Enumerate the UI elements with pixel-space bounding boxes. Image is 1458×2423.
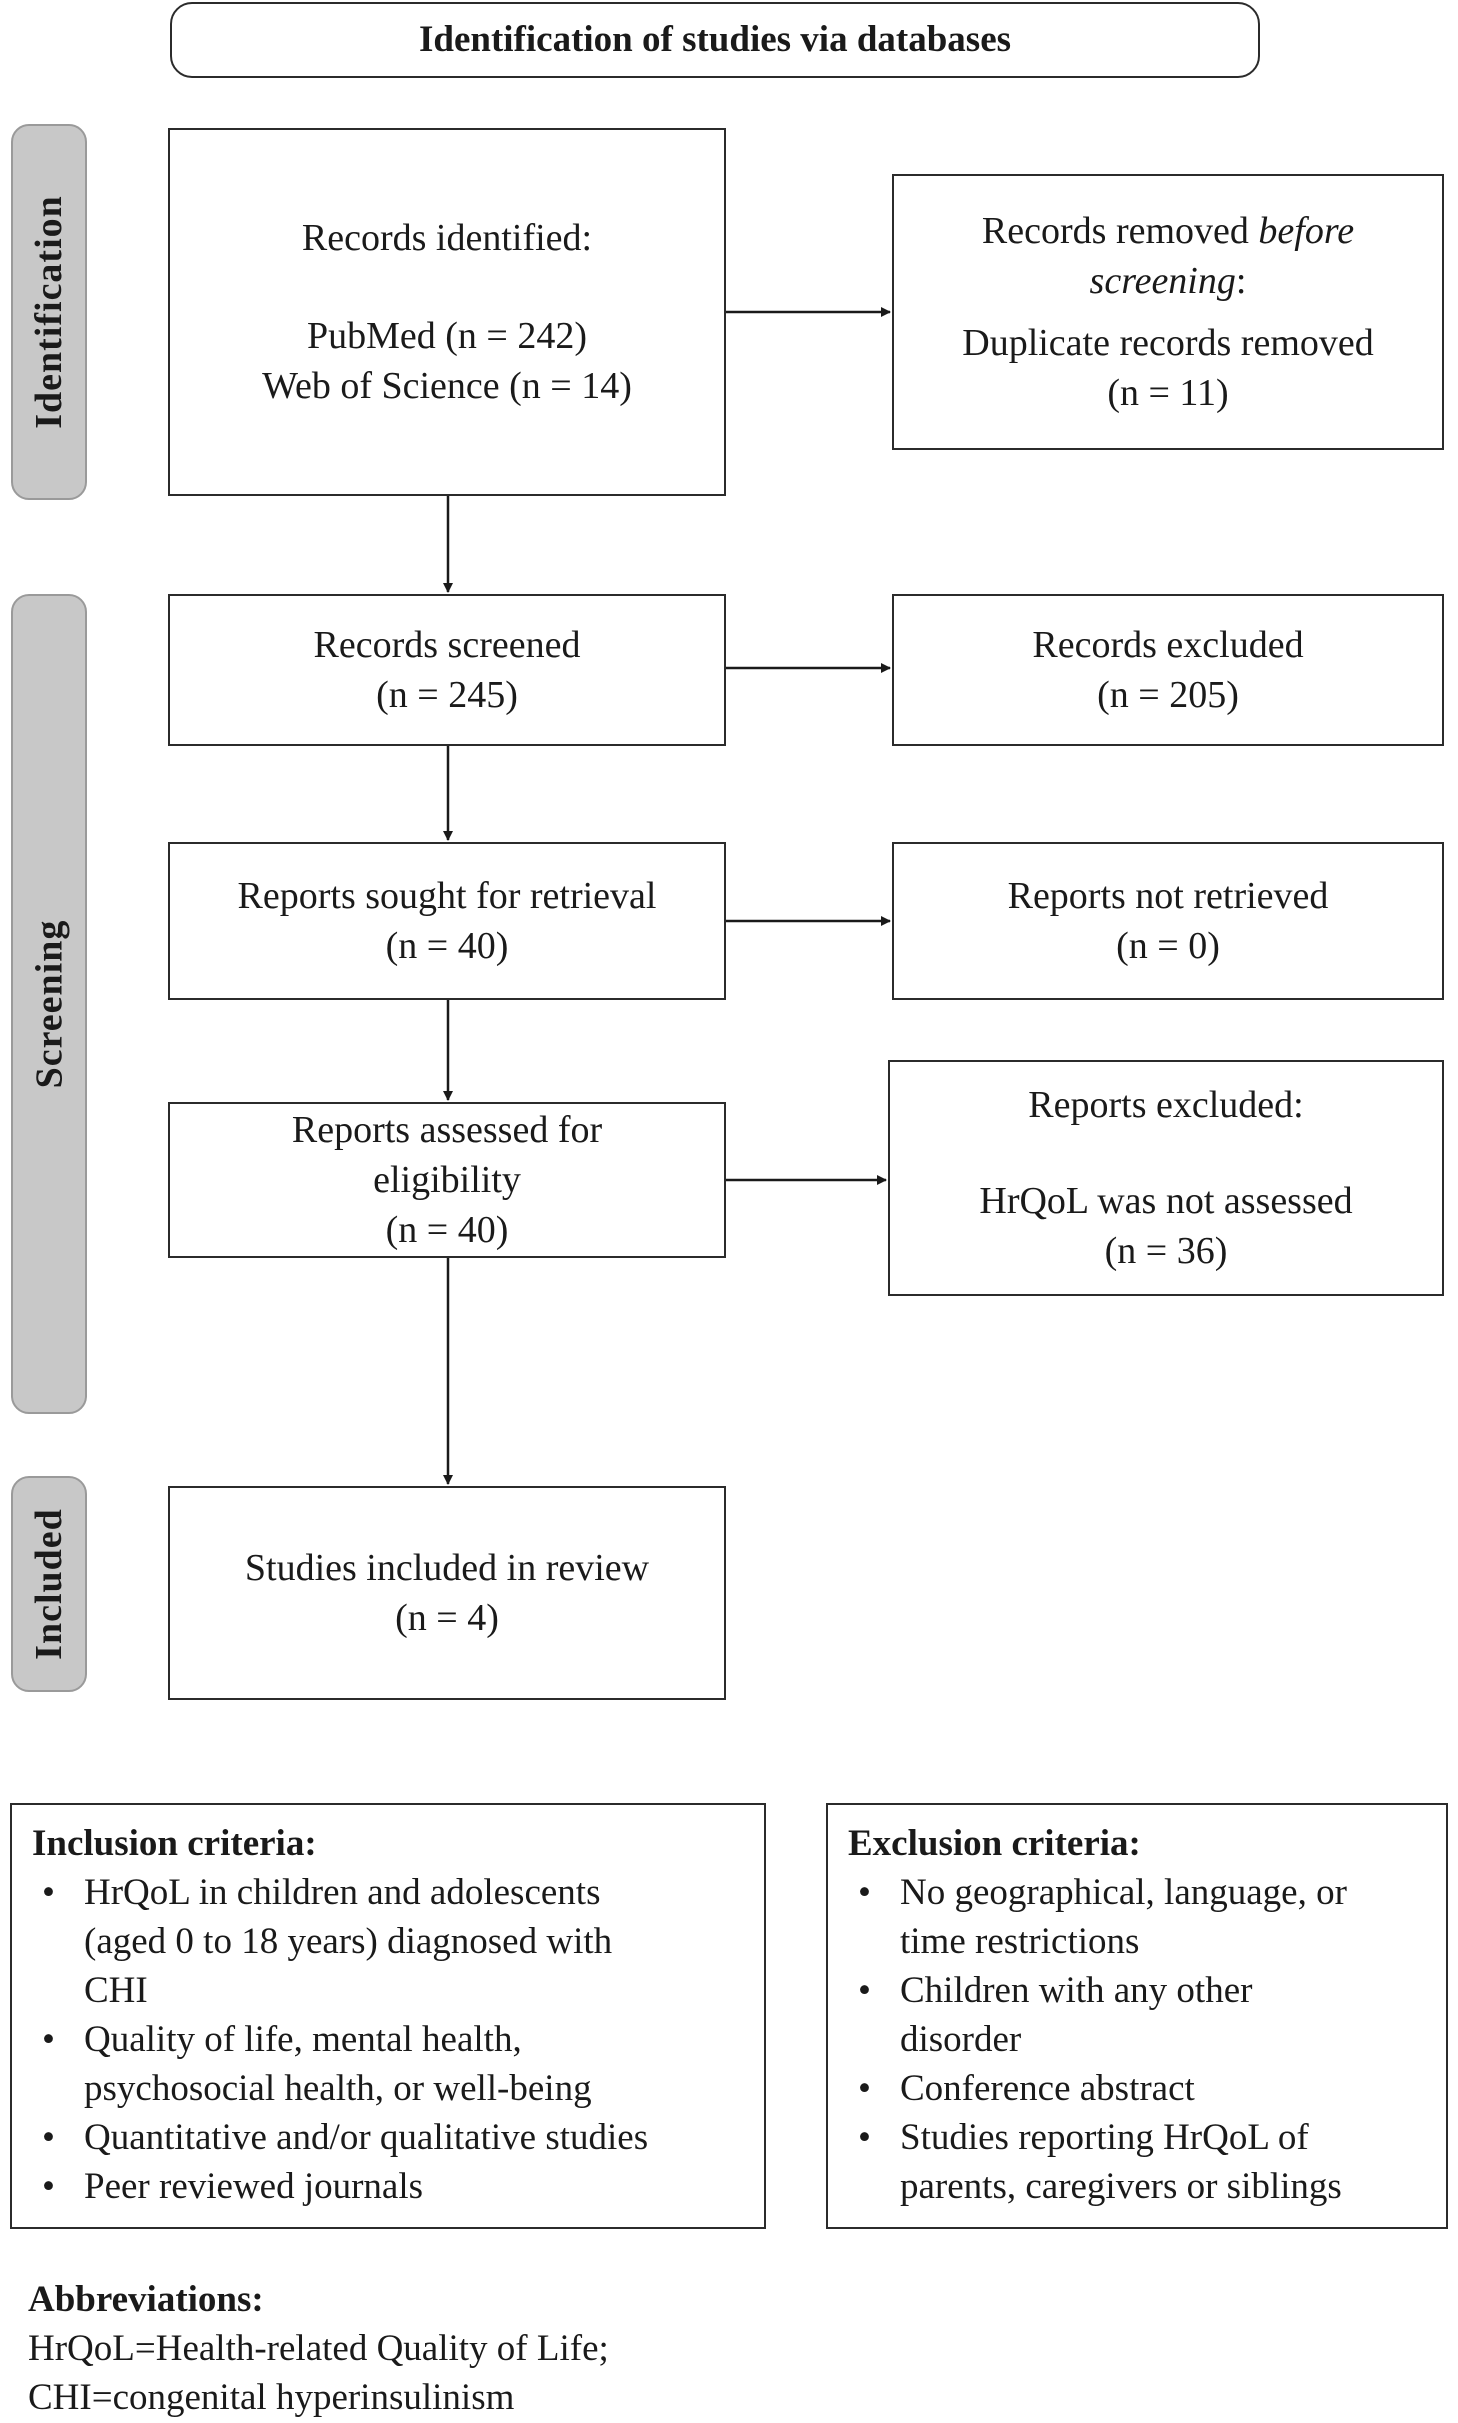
inclusion-criteria-item: Quality of life, mental health, psychoso… <box>32 2015 744 2113</box>
duplicates-removed-count: (n = 11) <box>1107 372 1229 414</box>
reports-not-retrieved-box: Reports not retrieved (n = 0) <box>892 842 1444 1000</box>
inclusion-criteria-box: Inclusion criteria: HrQoL in children an… <box>10 1803 766 2229</box>
records-identified-heading: Records identified: <box>301 217 593 259</box>
reports-excluded-box: Reports excluded: HrQoL was not assessed… <box>888 1060 1444 1296</box>
records-identified-box: Records identified: PubMed (n = 242) Web… <box>168 128 726 496</box>
reports-sought-label: Reports sought for retrieval <box>237 875 657 917</box>
inclusion-criteria-item: Peer reviewed journals <box>32 2162 744 2211</box>
records-excluded-box: Records excluded (n = 205) <box>892 594 1444 746</box>
records-identified-wos: Web of Science (n = 14) <box>262 365 632 407</box>
flow-title: Identification of studies via databases <box>418 19 1012 60</box>
flow-title-box: Identification of studies via databases <box>170 2 1260 78</box>
reports-assessed-box: Reports assessed for eligibility (n = 40… <box>168 1102 726 1258</box>
exclusion-criteria-item: Studies reporting HrQoL of parents, care… <box>848 2113 1426 2211</box>
studies-included-box: Studies included in review (n = 4) <box>168 1486 726 1700</box>
reports-assessed-label-2: eligibility <box>373 1159 521 1201</box>
records-screened-label: Records screened <box>313 624 581 666</box>
reports-not-retrieved-label: Reports not retrieved <box>1007 875 1329 917</box>
abbreviations: Abbreviations: HrQoL=Health-related Qual… <box>28 2275 609 2422</box>
studies-included-label: Studies included in review <box>244 1547 650 1589</box>
reports-sought-count: (n = 40) <box>385 925 509 967</box>
reports-excluded-heading: Reports excluded: <box>1028 1084 1304 1126</box>
records-removed-heading-italic: screening <box>1089 260 1236 302</box>
abbreviations-title: Abbreviations: <box>28 2279 264 2320</box>
reports-assessed-label-1: Reports assessed for <box>291 1109 603 1151</box>
records-removed-heading: Records removed before <box>981 210 1355 252</box>
duplicates-removed-label: Duplicate records removed <box>962 322 1374 364</box>
reports-assessed-count: (n = 40) <box>385 1209 509 1251</box>
reports-not-retrieved-count: (n = 0) <box>1116 925 1220 967</box>
phase-label-included: Included <box>11 1476 87 1692</box>
records-identified-pubmed: PubMed (n = 242) <box>306 315 588 357</box>
exclusion-criteria-item: Conference abstract <box>848 2064 1426 2113</box>
abbreviation-chi: CHI=congenital hyperinsulinism <box>28 2377 515 2418</box>
records-excluded-label: Records excluded <box>1032 624 1304 666</box>
exclusion-criteria-box: Exclusion criteria: No geographical, lan… <box>826 1803 1448 2229</box>
reports-excluded-count: (n = 36) <box>1104 1230 1228 1272</box>
exclusion-criteria-title: Exclusion criteria: <box>848 1823 1141 1864</box>
reports-sought-box: Reports sought for retrieval (n = 40) <box>168 842 726 1000</box>
inclusion-criteria-item: Quantitative and/or qualitative studies <box>32 2113 744 2162</box>
inclusion-criteria-list: HrQoL in children and adolescents (aged … <box>32 1868 744 2211</box>
inclusion-criteria-title: Inclusion criteria: <box>32 1823 317 1864</box>
abbreviation-hrqol: HrQoL=Health-related Quality of Life; <box>28 2328 609 2369</box>
exclusion-criteria-item: Children with any other disorder <box>848 1966 1426 2064</box>
records-excluded-count: (n = 205) <box>1097 674 1239 716</box>
records-removed-box: Records removed before screening: Duplic… <box>892 174 1444 450</box>
inclusion-criteria-item: HrQoL in children and adolescents (aged … <box>32 1868 744 2015</box>
studies-included-count: (n = 4) <box>395 1597 499 1639</box>
reports-excluded-reason: HrQoL was not assessed <box>979 1180 1353 1222</box>
exclusion-criteria-item: No geographical, language, or time restr… <box>848 1868 1426 1966</box>
phase-label-screening: Screening <box>11 594 87 1414</box>
records-screened-box: Records screened (n = 245) <box>168 594 726 746</box>
exclusion-criteria-list: No geographical, language, or time restr… <box>848 1868 1426 2211</box>
phase-label-identification: Identification <box>11 124 87 500</box>
records-screened-count: (n = 245) <box>376 674 518 716</box>
